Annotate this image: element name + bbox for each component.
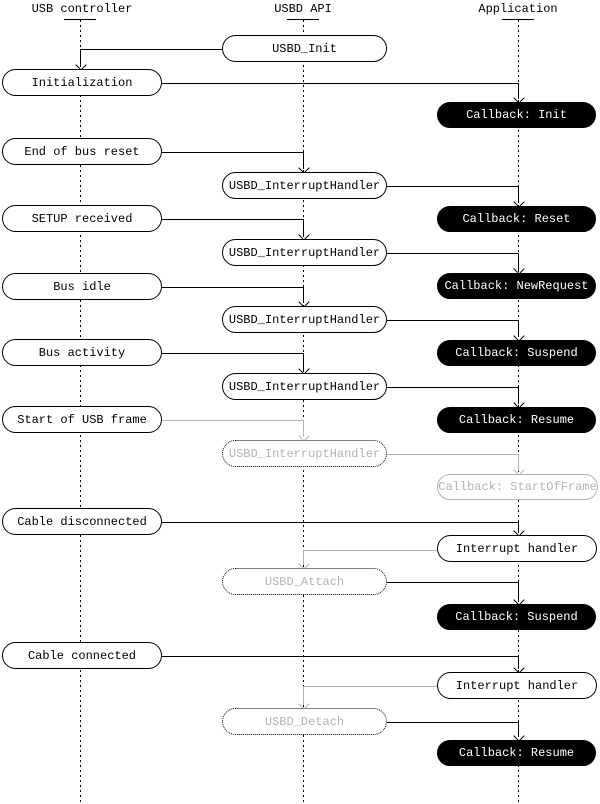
event-box-start-of-usb-frame: Start of USB frame xyxy=(2,406,162,433)
connector-line xyxy=(303,686,437,687)
connector-line xyxy=(387,582,518,583)
app-box-interrupt-handler: Interrupt handler xyxy=(437,672,597,699)
api-call-usbd-interrupthandler: USBD_InterruptHandler xyxy=(222,239,387,266)
connector-line xyxy=(162,420,303,421)
lane-header-underline xyxy=(287,19,319,20)
connector-line xyxy=(80,49,222,50)
api-call-usbd-attach-optional: USBD_Attach xyxy=(222,568,387,595)
connector-line xyxy=(387,186,518,187)
connector-line xyxy=(303,287,304,303)
connector-line xyxy=(387,320,518,321)
connector-line xyxy=(387,253,518,254)
lane-title-usb-controller: USB controller xyxy=(31,2,133,16)
event-box-bus-idle: Bus idle xyxy=(2,273,162,300)
api-call-usbd-interrupthandler: USBD_InterruptHandler xyxy=(222,373,387,400)
api-call-usbd-init: USBD_Init xyxy=(222,35,387,62)
connector-line xyxy=(162,83,518,84)
connector-line xyxy=(518,582,519,601)
connector-line xyxy=(518,320,519,337)
lifeline-usbd-api xyxy=(303,20,304,804)
connector-line xyxy=(162,287,303,288)
connector-line xyxy=(162,656,518,657)
connector-line xyxy=(518,186,519,203)
callback-box-resume: Callback: Resume xyxy=(437,740,596,766)
connector-line xyxy=(80,49,81,66)
callback-box-suspend: Callback: Suspend xyxy=(437,340,596,366)
lane-header-underline xyxy=(502,19,534,20)
lane-title-usbd-api: USBD API xyxy=(274,2,332,16)
api-call-usbd-interrupthandler: USBD_InterruptHandler xyxy=(222,306,387,333)
connector-line xyxy=(162,152,303,153)
connector-line xyxy=(518,656,519,669)
connector-line xyxy=(162,353,303,354)
connector-line xyxy=(303,686,304,705)
connector-line xyxy=(518,522,519,533)
app-box-interrupt-handler: Interrupt handler xyxy=(437,535,597,562)
event-box-cable-connected: Cable connected xyxy=(2,642,162,669)
event-box-end-of-bus-reset: End of bus reset xyxy=(2,138,162,165)
api-call-usbd-interrupthandler: USBD_InterruptHandler xyxy=(222,172,387,199)
callback-box-init: Callback: Init xyxy=(437,102,596,128)
lane-title-application: Application xyxy=(478,2,558,16)
connector-line xyxy=(518,83,519,99)
connector-line xyxy=(162,219,303,220)
connector-line xyxy=(387,722,518,723)
api-call-usbd-interrupthandler-optional: USBD_InterruptHandler xyxy=(222,440,387,467)
event-box-bus-activity: Bus activity xyxy=(2,339,162,366)
connector-line xyxy=(303,353,304,370)
connector-line xyxy=(303,152,304,169)
connector-line xyxy=(162,522,518,523)
connector-line xyxy=(387,454,518,455)
lane-header-underline xyxy=(64,19,96,20)
connector-line xyxy=(303,219,304,236)
callback-box-resume: Callback: Resume xyxy=(437,407,596,433)
event-box-cable-disconnected: Cable disconnected xyxy=(2,508,162,535)
callback-box-startofframe-optional: Callback: StartOfFrame xyxy=(437,474,598,500)
api-call-usbd-detach-optional: USBD_Detach xyxy=(222,708,387,735)
connector-line xyxy=(387,387,518,388)
callback-box-suspend: Callback: Suspend xyxy=(437,604,596,630)
connector-line xyxy=(518,253,519,270)
event-box-initialization: Initialization xyxy=(2,69,162,96)
connector-line xyxy=(518,722,519,737)
callback-box-newrequest: Callback: NewRequest xyxy=(437,273,596,299)
connector-line xyxy=(303,420,304,437)
connector-line xyxy=(518,387,519,404)
connector-line xyxy=(518,454,519,471)
connector-line xyxy=(303,550,437,551)
event-box-setup-received: SETUP received xyxy=(2,205,162,232)
callback-box-reset: Callback: Reset xyxy=(437,206,596,232)
connector-line xyxy=(303,550,304,565)
